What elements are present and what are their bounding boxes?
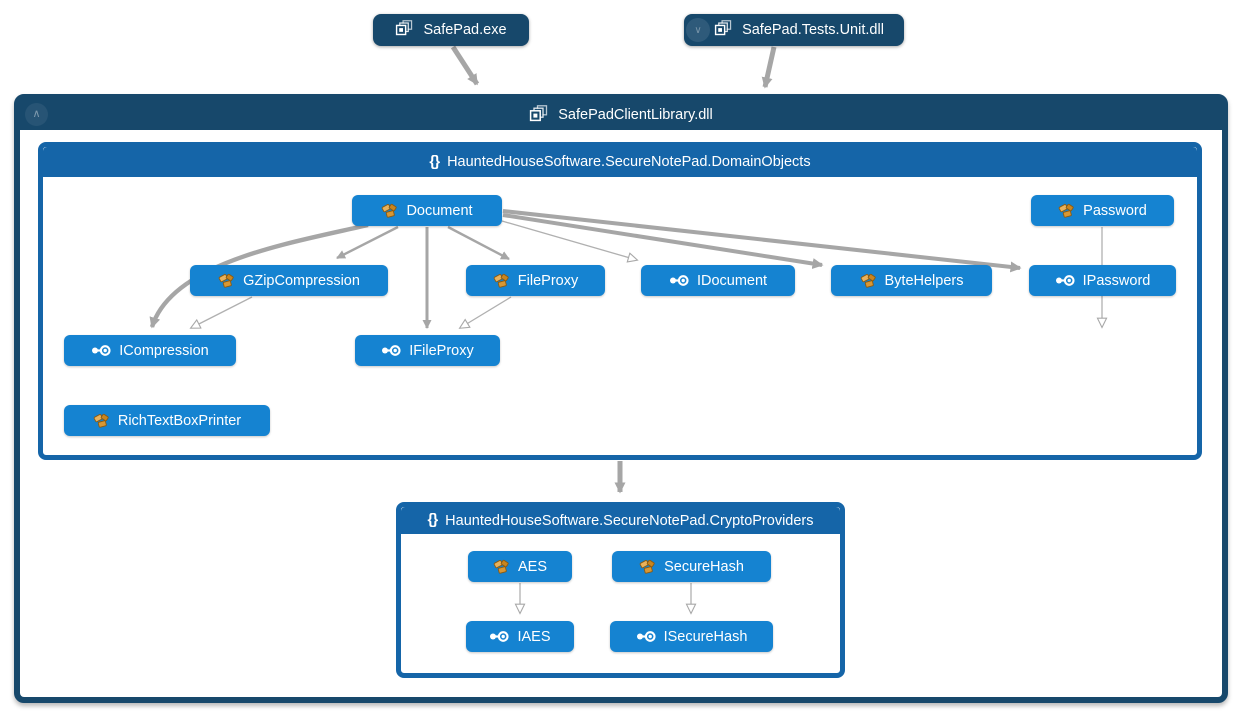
node-idocument[interactable]: IDocument [641, 265, 795, 296]
expand-chevron-icon[interactable]: ∨ [686, 18, 710, 42]
node-label: ByteHelpers [884, 272, 964, 289]
class-icon [218, 273, 235, 289]
assembly-container-header[interactable]: ∧ SafePadClientLibrary.dll [20, 100, 1222, 130]
collapse-chevron-icon[interactable]: ∧ [25, 103, 48, 126]
interface-icon [489, 630, 510, 643]
namespace-icon: {} [427, 511, 438, 528]
class-icon [381, 203, 398, 219]
node-label: SafePad.Tests.Unit.dll [742, 22, 884, 38]
domainobjects-group-title: HauntedHouseSoftware.SecureNotePad.Domai… [447, 154, 811, 170]
node-label: SafePad.exe [423, 22, 507, 38]
interface-icon [669, 274, 689, 287]
assembly-icon [395, 20, 414, 40]
node-label: FileProxy [517, 272, 579, 289]
node-icompression[interactable]: ICompression [64, 335, 236, 366]
node-label: Document [406, 202, 473, 219]
class-icon [493, 559, 510, 575]
node-document[interactable]: Document [352, 195, 502, 226]
edge-safepadexe-to-library [450, 45, 480, 86]
cryptoproviders-group-title: HauntedHouseSoftware.SecureNotePad.Crypt… [445, 512, 814, 529]
node-label: SecureHash [664, 558, 744, 575]
node-fileproxy[interactable]: FileProxy [466, 265, 605, 296]
interface-icon [91, 344, 111, 357]
assembly-container-title: SafePadClientLibrary.dll [558, 107, 713, 123]
class-icon [860, 273, 877, 289]
node-safepad-exe[interactable]: SafePad.exe [373, 14, 529, 46]
cryptoproviders-group-header[interactable]: {} HauntedHouseSoftware.SecureNotePad.Cr… [401, 507, 840, 534]
node-ifileproxy[interactable]: IFileProxy [355, 335, 500, 366]
node-isecurehash[interactable]: ISecureHash [610, 621, 773, 652]
class-icon [639, 559, 656, 575]
node-label: ICompression [119, 342, 209, 359]
node-iaes[interactable]: IAES [466, 621, 574, 652]
node-label: IDocument [696, 272, 768, 289]
node-safepad-tests-unit-dll[interactable]: ∨ SafePad.Tests.Unit.dll [684, 14, 904, 46]
node-aes[interactable]: AES [468, 551, 572, 582]
class-icon [493, 273, 510, 289]
node-label: IPassword [1082, 272, 1151, 289]
node-password[interactable]: Password [1031, 195, 1174, 226]
node-label: RichTextBoxPrinter [117, 412, 242, 429]
node-bytehelpers[interactable]: ByteHelpers [831, 265, 992, 296]
node-securehash[interactable]: SecureHash [612, 551, 771, 582]
node-label: IFileProxy [409, 342, 474, 359]
interface-icon [1055, 274, 1075, 287]
node-label: Password [1083, 202, 1147, 219]
node-label: AES [517, 558, 547, 575]
class-icon [93, 413, 110, 429]
domainobjects-group-header[interactable]: {} HauntedHouseSoftware.SecureNotePad.Do… [43, 147, 1197, 177]
edge-tests-to-library [761, 46, 777, 89]
node-richtextboxprinter[interactable]: RichTextBoxPrinter [64, 405, 270, 436]
node-ipassword[interactable]: IPassword [1029, 265, 1176, 296]
node-label: ISecureHash [663, 628, 748, 645]
node-label: IAES [517, 628, 551, 645]
node-gzipcompression[interactable]: GZipCompression [190, 265, 388, 296]
assembly-icon [714, 20, 733, 40]
assembly-icon [529, 104, 549, 126]
node-label: GZipCompression [243, 272, 360, 289]
namespace-icon: {} [429, 152, 440, 170]
interface-icon [636, 630, 656, 643]
class-icon [1058, 203, 1075, 219]
interface-icon [381, 344, 401, 357]
